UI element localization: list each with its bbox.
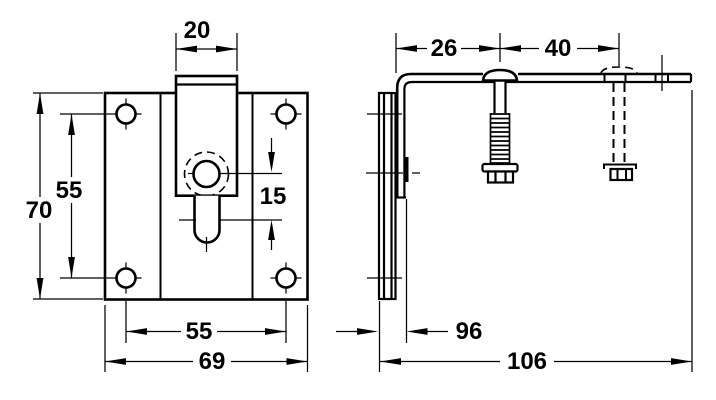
dim-label-overall-length: 106 xyxy=(507,348,547,375)
hidden-bolt-nut xyxy=(609,167,634,182)
keyhole-slot xyxy=(193,195,221,244)
dim-label-bolt2-offset: 40 xyxy=(545,35,572,62)
dim-label-plate-height: 70 xyxy=(26,197,53,224)
front-view: 20 70 55 15 xyxy=(20,17,309,375)
bolt-washer xyxy=(481,162,519,173)
dim-label-inner-length: 96 xyxy=(456,318,483,345)
bolt-nut xyxy=(486,170,515,184)
dim-label-plate-width: 69 xyxy=(199,348,226,375)
bolt-solid xyxy=(481,68,519,184)
bolt-hidden xyxy=(600,66,638,182)
bolt-thread xyxy=(489,113,511,164)
mounting-holes xyxy=(60,98,302,294)
dim-label-slot-depth: 15 xyxy=(260,183,287,210)
wall-plate-section xyxy=(366,91,420,301)
hidden-head-circle xyxy=(183,151,230,197)
side-view: 26 40 96 106 xyxy=(336,33,693,375)
hook-stud-profile xyxy=(404,157,409,182)
hole-bottom-left xyxy=(115,267,137,289)
dim-label-hole-spacing-h: 55 xyxy=(186,318,213,345)
dimensions-side: 26 40 96 106 xyxy=(336,33,693,375)
l-bracket-profile xyxy=(395,55,693,199)
hole-top-right xyxy=(275,103,297,125)
hidden-bolt-head xyxy=(600,66,638,74)
hole-bottom-right xyxy=(275,267,297,289)
dimensions-front: 20 70 55 15 xyxy=(20,17,309,375)
hole-top-left xyxy=(115,103,137,125)
dim-label-tab-width: 20 xyxy=(184,17,211,44)
keyhole-hole xyxy=(192,159,221,189)
bolt-head xyxy=(481,68,519,82)
dim-label-hole-spacing-v: 55 xyxy=(56,177,83,204)
dim-label-bolt1-offset: 26 xyxy=(431,35,458,62)
